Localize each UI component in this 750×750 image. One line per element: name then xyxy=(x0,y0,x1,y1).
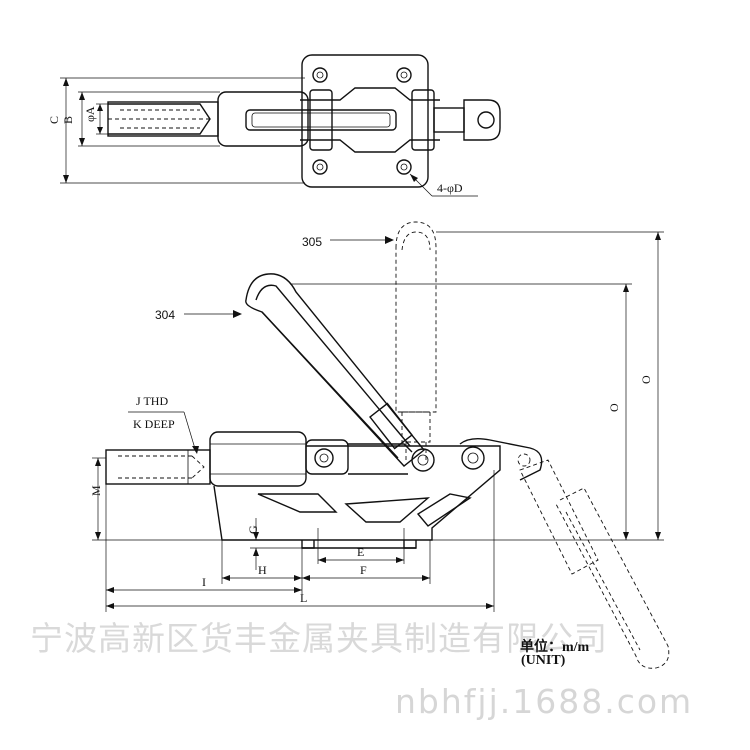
dim-c-label: C xyxy=(47,116,61,124)
plunger-rod-side xyxy=(105,449,211,485)
unit-label-en: (UNIT) xyxy=(521,653,566,668)
part-305-label: 305 xyxy=(302,235,322,249)
dim-o1-label: O xyxy=(607,403,621,412)
handle-end xyxy=(463,99,501,141)
deep-label: K DEEP xyxy=(133,417,175,431)
dim-f-label: F xyxy=(360,563,367,577)
site-watermark: nbhfjj.1688.com xyxy=(395,682,694,721)
part-304-label: 304 xyxy=(155,308,175,322)
side-view: 305 304 J THD K DEEP M G E xyxy=(89,221,670,669)
dim-m-label: M xyxy=(89,485,103,496)
dim-o2-label: O xyxy=(639,375,653,384)
holes-label: 4-φD xyxy=(437,181,463,195)
handle-open-position xyxy=(519,459,670,669)
thread-label: J THD xyxy=(136,394,168,408)
handle-304 xyxy=(245,273,425,467)
dim-l-label: L xyxy=(300,591,307,605)
unit-label-cn: 单位：m/m xyxy=(520,640,590,655)
plunger-housing xyxy=(217,91,309,147)
dim-b-label: B xyxy=(61,116,75,124)
plunger-housing-side xyxy=(209,431,307,487)
dim-phi-a-label: φA xyxy=(83,106,97,122)
dim-h-label: H xyxy=(258,563,267,577)
mounting-holes xyxy=(312,67,412,175)
dim-e-label: E xyxy=(357,545,364,559)
mounting-plate xyxy=(301,54,429,188)
dim-i-label: I xyxy=(202,575,206,589)
company-watermark: 宁波高新区货丰金属夹具制造有限公司 xyxy=(30,619,608,658)
top-view: C B φA 4-φD xyxy=(47,54,501,197)
dim-g-label: G xyxy=(246,525,260,534)
guide-slot xyxy=(245,109,397,131)
handle-305 xyxy=(395,221,437,460)
